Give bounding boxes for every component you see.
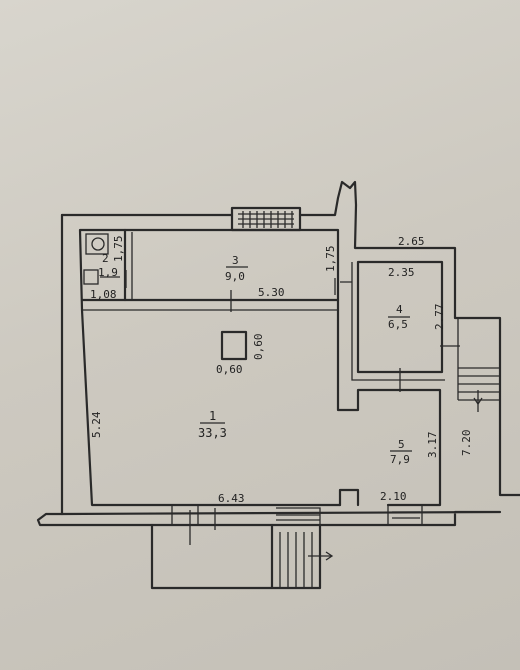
- room-1-area: 33,3: [198, 426, 227, 440]
- entrance-steps: [276, 507, 321, 588]
- room-3-number: 3: [232, 254, 239, 267]
- inner-wall: [78, 228, 442, 507]
- entrance-arrow: [308, 551, 334, 561]
- outer-wall: [36, 180, 520, 527]
- right-stair: [457, 318, 500, 412]
- column: [220, 330, 248, 361]
- room-4-wall-outer: [351, 262, 445, 381]
- dim-corridor-length: 5.30: [258, 286, 285, 299]
- dim-bathroom-height: 1,75: [112, 236, 125, 263]
- room-2-area: 1,9: [98, 266, 118, 279]
- dim-room-5-height: 3.17: [426, 432, 439, 459]
- bathroom-shower: [83, 269, 99, 285]
- room-1-number: 1: [209, 409, 216, 423]
- room-4-wall: [356, 260, 444, 374]
- dim-bathroom-width: 1,08: [90, 288, 117, 301]
- dim-room-1-width: 6.43: [218, 492, 245, 505]
- door-ticks: [100, 270, 460, 545]
- room-4-area: 6,5: [388, 318, 408, 331]
- ventilation-grille-mesh: [238, 211, 294, 228]
- window-marks: [171, 505, 423, 525]
- room-2-number: 2: [102, 252, 109, 265]
- room-4-number: 4: [396, 303, 403, 316]
- dim-room-4-height: 2.77: [433, 304, 446, 331]
- dim-room-3-height: 1,75: [324, 246, 337, 273]
- bathroom-sink: [91, 237, 105, 251]
- room-3-area: 9,0: [225, 270, 245, 283]
- room-5-area: 7,9: [390, 453, 410, 466]
- dim-room-1-height: 5.24: [90, 411, 103, 438]
- dim-total-height: 7.20: [460, 430, 473, 457]
- ventilation-grille: [230, 206, 302, 232]
- dim-column-height: 0,60: [252, 334, 265, 361]
- dim-room-4-width: 2.35: [388, 266, 415, 279]
- right-stair-arrow: [473, 397, 483, 405]
- dim-room-5-width: 2.10: [380, 490, 407, 503]
- dim-column-width: 0,60: [216, 363, 243, 376]
- dim-room-4-outer-width: 2.65: [398, 235, 425, 248]
- room-5-number: 5: [398, 438, 405, 451]
- room-5-wall: [338, 488, 360, 507]
- entrance-porch: [150, 523, 322, 590]
- bathroom-toilet: [85, 233, 109, 255]
